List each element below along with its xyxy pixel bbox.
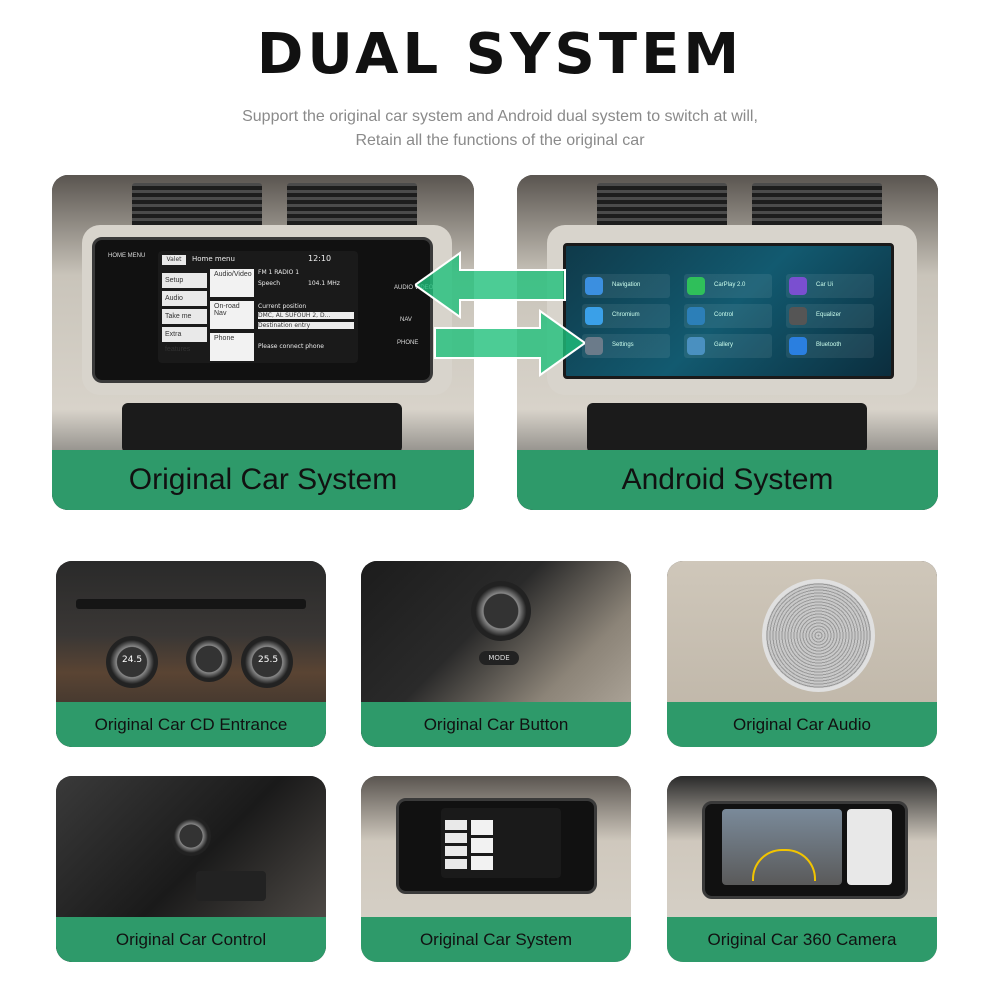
tile-chromium[interactable]: Chromium — [582, 304, 670, 328]
gear-selector-icon — [171, 816, 211, 856]
caption-original-car-system: Original Car System — [52, 450, 474, 510]
steering-wheel-icon — [471, 581, 531, 641]
destination-entry-label[interactable]: Destination entry — [258, 322, 354, 329]
car-audio-card: Original Car Audio — [667, 561, 937, 747]
right-arrow-icon — [434, 309, 585, 377]
car-360-camera-card: Original Car 360 Camera — [667, 776, 937, 962]
menu-button-take-me-home[interactable]: Take me home — [162, 309, 207, 335]
android-screen: Navigation CarPlay 2.0 Car Ui Chromium C… — [563, 243, 894, 379]
right-temp: 25.5 — [258, 655, 279, 665]
tile-car-ui[interactable]: Car Ui — [786, 274, 874, 298]
tile-equalizer[interactable]: Equalizer — [786, 304, 874, 328]
home-menu-label: Home menu — [192, 255, 235, 263]
side-label-audio-video: AUDIO VIDEO — [394, 285, 434, 291]
page-title: DUAL SYSTEM — [256, 22, 744, 87]
current-position-label: Current position — [258, 303, 307, 310]
switch-arrows — [415, 251, 585, 377]
car-system-small-card: Original Car System — [361, 776, 631, 962]
radio-label: FM 1 RADIO 1 — [258, 269, 300, 276]
caption-car-control: Original Car Control — [56, 917, 326, 962]
side-label-nav: NAV — [400, 317, 412, 323]
speech-label: Speech — [258, 280, 281, 287]
address-label: DMC, AL SUFOUH 2, D... — [258, 312, 354, 319]
caption-cd-entrance: Original Car CD Entrance — [56, 702, 326, 747]
frequency-label: 104.1 MHz — [308, 280, 340, 287]
original-menu-screen: Valet Home menu 12:10 Setup Audio settin… — [158, 251, 358, 363]
tile-control[interactable]: Control — [684, 304, 772, 328]
subtitle-line-1: Support the original car system and Andr… — [242, 108, 758, 125]
menu-button-extra-features[interactable]: Extra features — [162, 327, 207, 353]
tile-settings[interactable]: Settings — [582, 334, 670, 358]
menu-button-audio-settings[interactable]: Audio settings — [162, 291, 207, 317]
mode-button-label[interactable]: MODE — [479, 651, 519, 665]
side-label-phone: PHONE — [397, 340, 419, 346]
left-temp: 24.5 — [122, 655, 143, 665]
caption-android-system: Android System — [517, 450, 938, 510]
connect-phone-label: Please connect phone — [258, 343, 324, 350]
car-control-card: Original Car Control — [56, 776, 326, 962]
dashboard-photo: Valet Home menu 12:10 Setup Audio settin… — [52, 175, 474, 510]
on-road-nav-cell[interactable]: On-road Nav — [210, 301, 254, 329]
caption-car-button: Original Car Button — [361, 702, 631, 747]
car-button-card: MODE Original Car Button — [361, 561, 631, 747]
audio-video-cell[interactable]: Audio/Video — [210, 269, 254, 297]
clock-label: 12:10 — [308, 254, 332, 263]
cd-entrance-card: 24.5 25.5 Original Car CD Entrance — [56, 561, 326, 747]
caption-car-360-camera: Original Car 360 Camera — [667, 917, 937, 962]
android-system-card: Navigation CarPlay 2.0 Car Ui Chromium C… — [517, 175, 938, 510]
left-arrow-icon — [415, 251, 566, 319]
tile-gallery[interactable]: Gallery — [684, 334, 772, 358]
caption-car-audio: Original Car Audio — [667, 702, 937, 747]
original-car-system-card: Valet Home menu 12:10 Setup Audio settin… — [52, 175, 474, 510]
subtitle-line-2: Retain all the functions of the original… — [355, 132, 645, 149]
tile-carplay[interactable]: CarPlay 2.0 — [684, 274, 772, 298]
caption-car-system-small: Original Car System — [361, 917, 631, 962]
speaker-grille-icon — [762, 579, 875, 692]
camera-icon — [722, 809, 842, 885]
tile-bluetooth[interactable]: Bluetooth — [786, 334, 874, 358]
phone-cell[interactable]: Phone — [210, 333, 254, 361]
tile-navigation[interactable]: Navigation — [582, 274, 670, 298]
menu-button-setup[interactable]: Setup — [162, 273, 207, 288]
side-label-home-menu: HOME MENU — [108, 253, 146, 259]
valet-label: Valet — [162, 255, 186, 265]
